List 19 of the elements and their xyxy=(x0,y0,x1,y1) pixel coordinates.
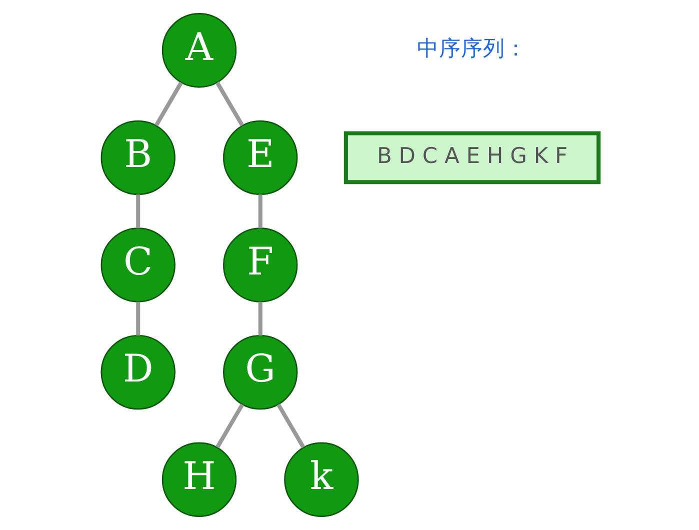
node-circle: H xyxy=(161,442,236,517)
connector xyxy=(136,302,140,336)
connector xyxy=(215,403,244,448)
connector xyxy=(258,302,262,336)
connector xyxy=(258,194,262,228)
connector xyxy=(276,403,305,448)
node-box: B D C A E H G K F xyxy=(343,131,600,184)
node-circle: D xyxy=(100,334,175,410)
node-circle: C xyxy=(100,228,175,302)
node-circle: A xyxy=(161,13,236,88)
node-circle: k xyxy=(284,442,358,517)
connector xyxy=(154,82,182,126)
node-circle: G xyxy=(222,334,298,410)
label: 中序序列： xyxy=(416,36,527,62)
node-circle: F xyxy=(222,228,298,302)
node-circle: E xyxy=(222,120,298,196)
node-circle: B xyxy=(100,120,175,196)
connector xyxy=(214,82,244,126)
connector xyxy=(136,194,140,228)
